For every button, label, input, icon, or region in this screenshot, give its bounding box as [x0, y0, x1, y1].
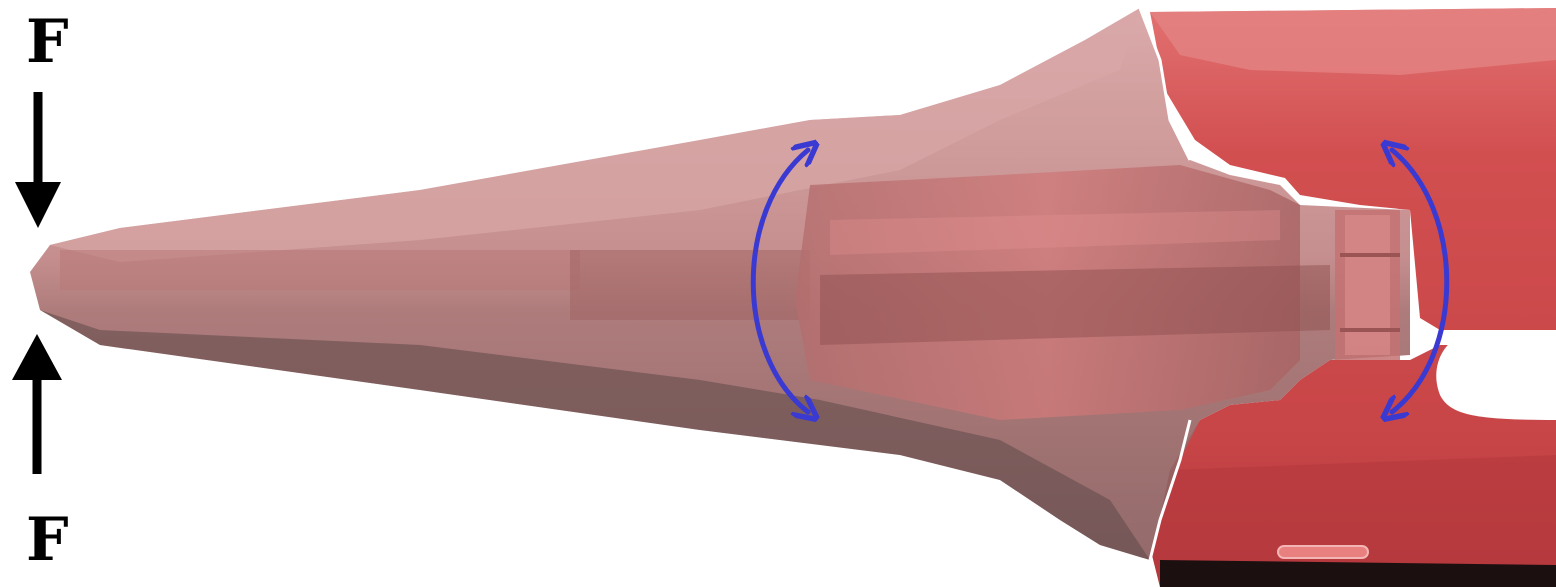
force-label-bottom: F — [26, 510, 69, 570]
force-arrow-up — [12, 334, 62, 474]
force-arrow-down — [15, 92, 61, 228]
force-label-top: F — [26, 12, 69, 72]
